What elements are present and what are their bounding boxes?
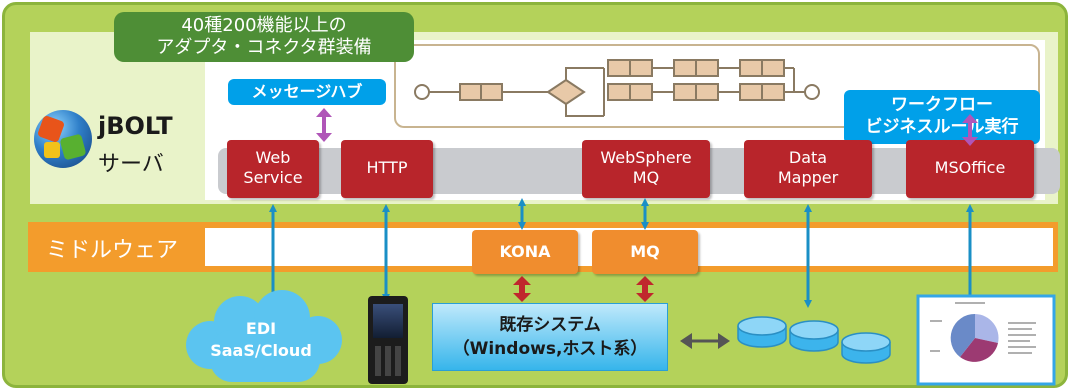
cloud-icon	[186, 290, 342, 382]
adapter-http: HTTP	[341, 140, 433, 198]
jbolt-logo-icon	[34, 110, 92, 168]
cloud-line2: SaaS/Cloud	[210, 341, 312, 360]
adapter-http-line1: HTTP	[366, 158, 408, 177]
workflow-label-line1: ワークフロー	[891, 95, 993, 115]
database-icon	[737, 316, 891, 364]
adapter-web-service-line1: Web	[255, 148, 291, 167]
workflow-label: ワークフロー ビジネスルール実行	[844, 90, 1040, 144]
workflow-flow-icon	[414, 59, 820, 117]
adapter-websphere-mq-line2: MQ	[632, 168, 660, 187]
adapter-data-mapper-line2: Mapper	[777, 168, 839, 187]
adapters-badge-line1: 40種200機能以上の	[181, 15, 347, 36]
adapter-websphere-mq-line1: WebSphere	[600, 148, 692, 167]
hub-arrow-icon	[316, 108, 332, 142]
arrow-legacy-db	[680, 333, 730, 349]
legacy-line2: （Windows,ホスト系）	[452, 339, 648, 359]
arrow-kona-legacy	[513, 276, 531, 302]
adapter-msoffice: MSOffice	[906, 140, 1034, 198]
adapters-badge: 40種200機能以上の アダプタ・コネクタ群装備	[114, 12, 414, 62]
adapter-data-mapper-line1: Data	[788, 148, 828, 167]
middleware-kona: KONA	[472, 230, 578, 274]
middleware-label: ミドルウェア	[46, 238, 179, 263]
adapter-msoffice-line1: MSOffice	[934, 158, 1006, 177]
cloud-line1: EDI	[245, 319, 277, 338]
cloud-label: EDI SaaS/Cloud	[206, 318, 316, 362]
mobile-phone-icon	[368, 296, 408, 384]
middleware-mq: MQ	[592, 230, 698, 274]
adapters-badge-line2: アダプタ・コネクタ群装備	[156, 37, 372, 58]
legacy-system: 既存システム （Windows,ホスト系）	[432, 303, 668, 371]
adapter-data-mapper: Data Mapper	[744, 140, 872, 198]
workflow-arrow-icon	[962, 114, 978, 146]
adapter-websphere-mq: WebSphere MQ	[582, 140, 710, 198]
jbolt-title: jBOLT	[98, 112, 173, 140]
adapter-web-service-line2: Service	[243, 168, 303, 187]
workflow-label-line2: ビジネスルール実行	[865, 117, 1019, 137]
pie-chart-doc-icon	[916, 294, 1056, 386]
adapter-web-service: Web Service	[227, 140, 319, 198]
message-hub-label: メッセージハブ	[228, 79, 386, 105]
legacy-line1: 既存システム	[499, 315, 601, 335]
server-label: サーバ	[98, 152, 164, 177]
arrow-mq-legacy	[636, 276, 654, 302]
